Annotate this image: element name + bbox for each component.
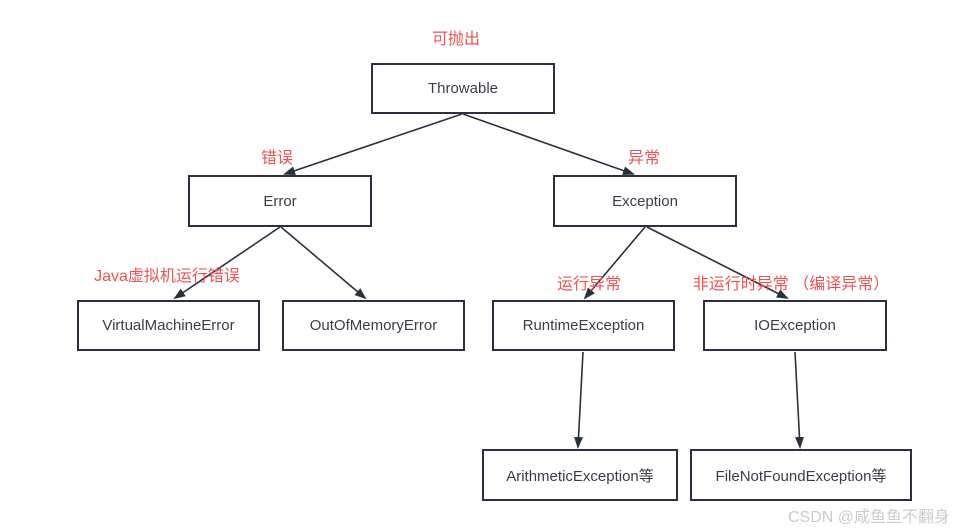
annotation-non-runtime-cn: 非运行时异常 （编译异常） [692, 276, 890, 293]
annotation-error-cn: 错误 [260, 150, 294, 167]
node-arithmetic-exception: ArithmeticException等 [482, 449, 678, 501]
node-exception: Exception [553, 175, 737, 227]
annotation-vm-error-cn: Java虚拟机运行错误 [94, 268, 240, 285]
annotation-exception-cn: 异常 [627, 150, 661, 167]
node-label: Exception [612, 192, 678, 210]
node-label: Error [263, 192, 297, 210]
node-throwable: Throwable [371, 63, 555, 114]
node-label: VirtualMachineError [102, 317, 235, 334]
node-label: OutOfMemoryError [309, 317, 438, 334]
node-runtime-exception: RuntimeException [492, 300, 675, 351]
node-label: FileNotFoundException等 [715, 467, 887, 485]
node-label: ArithmeticException等 [506, 467, 654, 485]
node-out-of-memory-error: OutOfMemoryError [282, 300, 465, 351]
node-virtual-machine-error: VirtualMachineError [77, 300, 260, 351]
node-error: Error [188, 175, 372, 227]
node-label: Throwable [427, 80, 499, 97]
node-label: IOException [754, 317, 836, 334]
annotation-throwable-cn: 可抛出 [431, 31, 481, 48]
annotation-runtime-cn: 运行异常 [556, 276, 622, 293]
watermark: CSDN @咸鱼鱼不翻身 [787, 509, 950, 526]
node-file-not-found-exception: FileNotFoundException等 [690, 449, 912, 501]
node-io-exception: IOException [703, 300, 887, 351]
node-label: RuntimeException [522, 317, 645, 334]
